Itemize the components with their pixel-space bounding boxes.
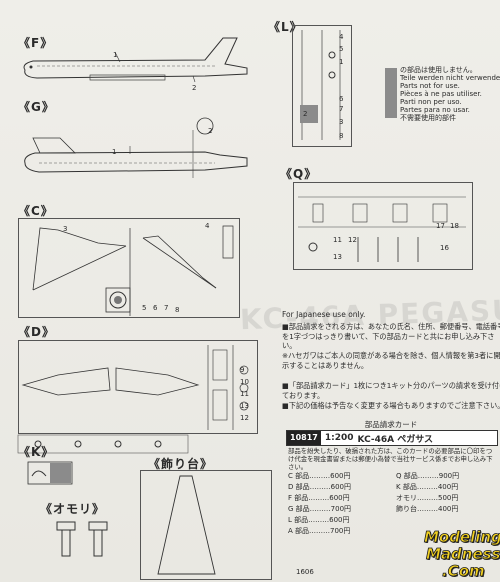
- instruction-1: ■部品請求をされる方は、あなたの氏名、住所、郵便番号、電話番号を1字づつはっきり…: [282, 322, 500, 351]
- section-d-label: 《D》: [18, 325, 55, 339]
- section-f-label: 《F》: [18, 36, 54, 50]
- legend-jp: の部品は使用しません。: [400, 66, 477, 74]
- price-row: L 部品………600円: [288, 516, 350, 524]
- kit-name: KC-46A ペガサス: [357, 434, 434, 445]
- sprue-l-drawing: [300, 30, 341, 140]
- part-number: 8: [339, 132, 344, 140]
- section-q-label: 《Q》: [280, 167, 318, 181]
- part-number: 12: [240, 414, 249, 422]
- kit-scale: 1:200: [324, 433, 354, 443]
- legend-cn: 不需要使用的部件: [400, 114, 456, 122]
- order-card-description: 部品を紛失したり、破損された方は、このカードの必要部品に〇印をつけ代金を現金書留…: [288, 447, 493, 471]
- part-number: 2: [208, 127, 213, 135]
- logo-line-3: .Com: [442, 562, 485, 581]
- part-number: 3: [339, 118, 344, 126]
- unused-parts-swatch: [385, 68, 397, 118]
- price-row: K 部品………400円: [396, 483, 459, 491]
- part-number: 7: [339, 105, 344, 113]
- section-stand-label: 《飾り台》: [148, 457, 214, 471]
- part-number: 8: [175, 306, 180, 314]
- section-l-label: 《L》: [268, 20, 303, 34]
- part-number: 12: [348, 236, 357, 244]
- price-row: オモリ………500円: [396, 494, 459, 502]
- price-row: A 部品………700円: [288, 527, 351, 535]
- fuselage-g-drawing: [24, 117, 248, 178]
- part-number: 11: [240, 390, 249, 398]
- weight-parts: [56, 521, 108, 557]
- fuselage-f-drawing: [23, 37, 248, 83]
- sprue-q-frame: [293, 182, 473, 270]
- instruction-4: ■下記の価格は予告なく変更する場合もありますのでご注意下さい。: [282, 401, 500, 410]
- part-number: 6: [339, 95, 344, 103]
- price-row: F 部品………600円: [288, 494, 350, 502]
- legend-de: Teile werden nicht verwendet.: [400, 74, 500, 82]
- order-card-title: 部品請求カード: [364, 420, 418, 429]
- part-number: 2: [303, 110, 308, 118]
- sprue-c-frame: [18, 218, 240, 318]
- part-number: 3: [63, 225, 68, 233]
- sprue-l-frame: [292, 25, 352, 147]
- part-number: 13: [240, 402, 249, 410]
- part-number: 4: [339, 33, 344, 41]
- legend-fr: Pièces à ne pas utiliser.: [400, 90, 482, 98]
- price-row: Q 部品………900円: [396, 472, 460, 480]
- price-row: 飾り台………400円: [396, 505, 459, 513]
- modeling-madness-logo: Modeling Madness .Com: [420, 528, 500, 582]
- logo-line-1: Modeling: [424, 528, 500, 547]
- section-k-label: 《K》: [18, 445, 55, 459]
- kit-code: 10817: [287, 431, 321, 445]
- instruction-2: ※ハセガワはご本人の同意がある場合を除き、個人情報を第3者に開示することはありま…: [282, 351, 500, 370]
- wheel-part: [105, 287, 131, 313]
- part-number: 11: [333, 236, 342, 244]
- japan-only-note: For Japanese use only.: [282, 310, 366, 319]
- price-row: D 部品………600円: [288, 483, 351, 491]
- part-number: 2: [192, 84, 197, 92]
- sprue-d-frame: [18, 340, 258, 434]
- part-number: 5: [339, 45, 344, 53]
- part-number: 1: [112, 148, 117, 156]
- part-number: 16: [440, 244, 449, 252]
- part-number: 13: [333, 253, 342, 261]
- parts-order-card: 部品請求カード 10817 1:200 KC-46A ペガサス 部品を紛失したり…: [286, 419, 498, 577]
- instruction-3: ■「部品請求カード」1枚につき1キット分のパーツの請求を受け付けております。: [282, 381, 500, 400]
- legend-es: Partes para no usar.: [400, 106, 470, 114]
- part-number: 10: [240, 378, 249, 386]
- price-row: G 部品………700円: [288, 505, 352, 513]
- sprue-q-drawing: [298, 196, 466, 262]
- part-number: 1: [339, 58, 344, 66]
- sprue-d-drawing: [21, 345, 249, 430]
- legend-en: Parts not for use.: [400, 82, 460, 90]
- part-number: 1: [113, 51, 118, 59]
- price-row: C 部品………600円: [288, 472, 351, 480]
- section-c-label: 《C》: [18, 204, 54, 218]
- sprue-d-lower-drawing: [17, 434, 189, 454]
- logo-line-2: Madness: [426, 545, 500, 564]
- part-number: 6: [153, 304, 158, 312]
- part-number: 18: [450, 222, 459, 230]
- section-omori-label: 《オモリ》: [40, 502, 106, 516]
- part-number: 9: [240, 366, 245, 374]
- part-number: 7: [164, 304, 169, 312]
- part-number: 5: [142, 304, 147, 312]
- part-number: 4: [205, 222, 210, 230]
- sprue-k-drawing: [27, 461, 73, 485]
- sheet-code: 1606: [296, 568, 314, 576]
- section-g-label: 《G》: [18, 100, 55, 114]
- stand-frame: [140, 470, 272, 580]
- stand-drawing: [157, 475, 216, 575]
- part-number: 17: [436, 222, 445, 230]
- legend-it: Parti non per uso.: [400, 98, 462, 106]
- order-card-header: 10817 1:200 KC-46A ペガサス: [286, 430, 498, 446]
